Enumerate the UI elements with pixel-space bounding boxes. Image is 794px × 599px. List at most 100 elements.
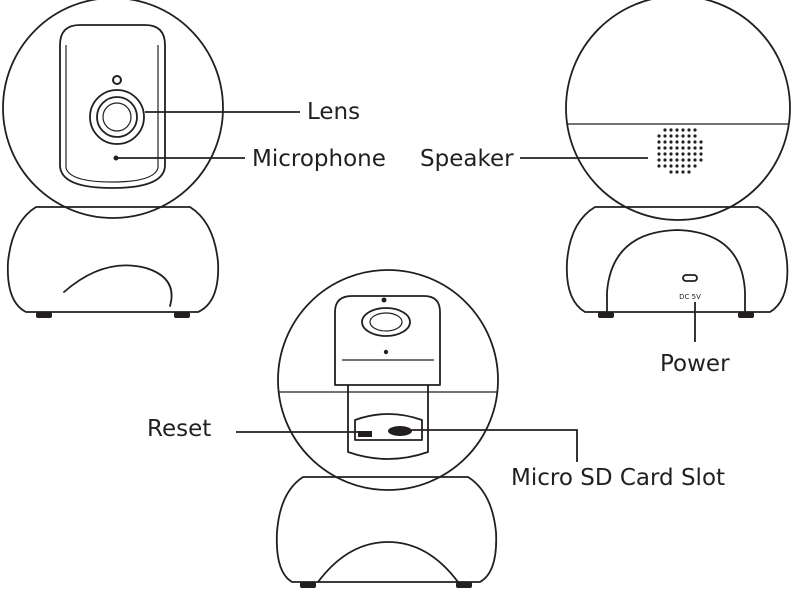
speaker-hole: [681, 170, 685, 174]
camera-front-view: [2, 0, 300, 318]
speaker-hole: [669, 140, 673, 144]
camera-back-view: DC 5V: [520, 0, 791, 342]
speaker-hole: [663, 158, 667, 162]
speaker-hole: [693, 134, 697, 138]
tilted-base: [275, 476, 498, 583]
speaker-hole: [657, 134, 661, 138]
speaker-hole: [669, 170, 673, 174]
speaker-hole: [663, 128, 667, 132]
speaker-hole: [681, 140, 685, 144]
speaker-hole: [669, 128, 673, 132]
front-base-arch: [63, 264, 173, 307]
speaker-hole: [699, 152, 703, 156]
speaker-hole: [675, 146, 679, 150]
speaker-hole: [699, 158, 703, 162]
reset-button: [358, 431, 372, 437]
speaker-hole: [657, 164, 661, 168]
tilted-lens-inner: [369, 312, 403, 332]
speaker-hole: [663, 146, 667, 150]
speaker-hole: [681, 158, 685, 162]
speaker-hole: [687, 146, 691, 150]
speaker-hole: [699, 140, 703, 144]
speaker-hole: [663, 164, 667, 168]
speaker-hole: [675, 140, 679, 144]
back-foot-left: [598, 312, 614, 318]
front-lens-core: [102, 102, 132, 132]
front-foot-right: [174, 312, 190, 318]
speaker-hole: [693, 158, 697, 162]
speaker-hole: [687, 164, 691, 168]
tilted-foot-right: [456, 582, 472, 588]
speaker-hole: [681, 128, 685, 132]
speaker-hole: [657, 158, 661, 162]
speaker-hole: [687, 134, 691, 138]
speaker-hole: [687, 152, 691, 156]
tilted-lens: [361, 307, 411, 337]
speaker-hole: [675, 164, 679, 168]
micro-sd-label: Micro SD Card Slot: [511, 465, 726, 491]
speaker-hole: [663, 134, 667, 138]
speaker-hole: [687, 128, 691, 132]
front-foot-left: [36, 312, 52, 318]
speaker-hole: [675, 128, 679, 132]
front-mic-hole: [113, 155, 119, 161]
speaker-hole: [699, 146, 703, 150]
speaker-hole: [675, 152, 679, 156]
camera-tilted-view: [236, 269, 578, 588]
dc-port-label: DC 5V: [679, 293, 701, 301]
speaker-hole: [675, 134, 679, 138]
speaker-hole: [693, 140, 697, 144]
back-foot-right: [738, 312, 754, 318]
front-faceplate: [59, 24, 166, 189]
speaker-hole: [681, 152, 685, 156]
speaker-hole: [669, 146, 673, 150]
speaker-hole: [681, 164, 685, 168]
tilted-faceplate: [334, 295, 441, 386]
speaker-hole: [687, 170, 691, 174]
tilted-base-arch: [317, 541, 459, 583]
back-head: [565, 0, 791, 221]
speaker-hole: [669, 152, 673, 156]
tilted-underside: [347, 384, 429, 460]
speaker-hole: [657, 152, 661, 156]
front-head: [2, 0, 224, 219]
speaker-hole: [693, 152, 697, 156]
sd-leader: [408, 429, 578, 462]
speaker-hole: [669, 164, 673, 168]
lens-label: Lens: [307, 99, 361, 125]
sd-card-slot: [388, 426, 412, 436]
back-base: [565, 206, 789, 313]
speaker-hole: [693, 128, 697, 132]
speaker-hole: [681, 146, 685, 150]
speaker-hole: [675, 158, 679, 162]
sd-slot-housing: [354, 413, 423, 441]
speaker-hole: [681, 134, 685, 138]
speaker-hole: [669, 134, 673, 138]
speaker-grille: [657, 128, 703, 174]
power-label: Power: [660, 351, 730, 377]
power-port: [682, 274, 698, 282]
front-lens-inner: [96, 96, 138, 138]
speaker-hole: [657, 146, 661, 150]
speaker-hole: [687, 158, 691, 162]
speaker-hole: [687, 140, 691, 144]
speaker-hole: [669, 158, 673, 162]
speaker-hole: [657, 140, 661, 144]
reset-label: Reset: [147, 416, 212, 442]
speaker-label: Speaker: [420, 146, 514, 172]
speaker-hole: [693, 164, 697, 168]
speaker-hole: [675, 170, 679, 174]
front-base: [6, 206, 220, 313]
speaker-hole: [693, 146, 697, 150]
speaker-hole: [663, 140, 667, 144]
tilted-mic-hole: [383, 349, 389, 355]
microphone-label: Microphone: [252, 146, 386, 172]
speaker-hole: [663, 152, 667, 156]
front-faceplate-inner: [65, 45, 159, 183]
tilted-foot-left: [300, 582, 316, 588]
tilted-head: [277, 269, 499, 491]
back-base-arch: [606, 229, 746, 313]
front-lens-outer: [89, 89, 145, 145]
tilted-indicator: [381, 297, 387, 303]
